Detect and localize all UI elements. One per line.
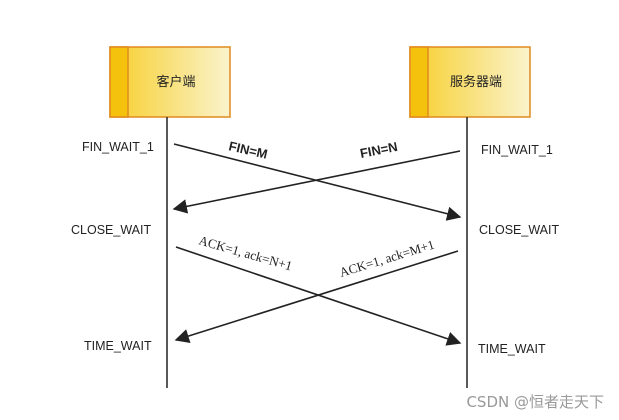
server-label: 服务器端 — [450, 74, 502, 90]
client-state-close-wait: CLOSE_WAIT — [71, 223, 151, 237]
csdn-watermark: CSDN @恒者走天下 — [466, 393, 604, 411]
client-ack-label: ACK=1, ack=N+1 — [197, 232, 294, 273]
client-label: 客户端 — [156, 74, 195, 90]
server-fin-arrow — [172, 150, 461, 214]
server-state-close-wait: CLOSE_WAIT — [479, 223, 559, 237]
server-ack-arrow — [174, 250, 459, 343]
server-state-fin-wait-1: FIN_WAIT_1 — [481, 143, 553, 157]
client-box: 客户端 — [109, 46, 231, 118]
server-fin-label: FIN=N — [359, 139, 399, 161]
server-box: 服务器端 — [409, 46, 531, 118]
client-fin-label: FIN=M — [227, 138, 269, 161]
server-state-time-wait: TIME_WAIT — [478, 342, 546, 356]
client-state-fin-wait-1: FIN_WAIT_1 — [82, 140, 154, 154]
client-state-time-wait: TIME_WAIT — [84, 339, 152, 353]
